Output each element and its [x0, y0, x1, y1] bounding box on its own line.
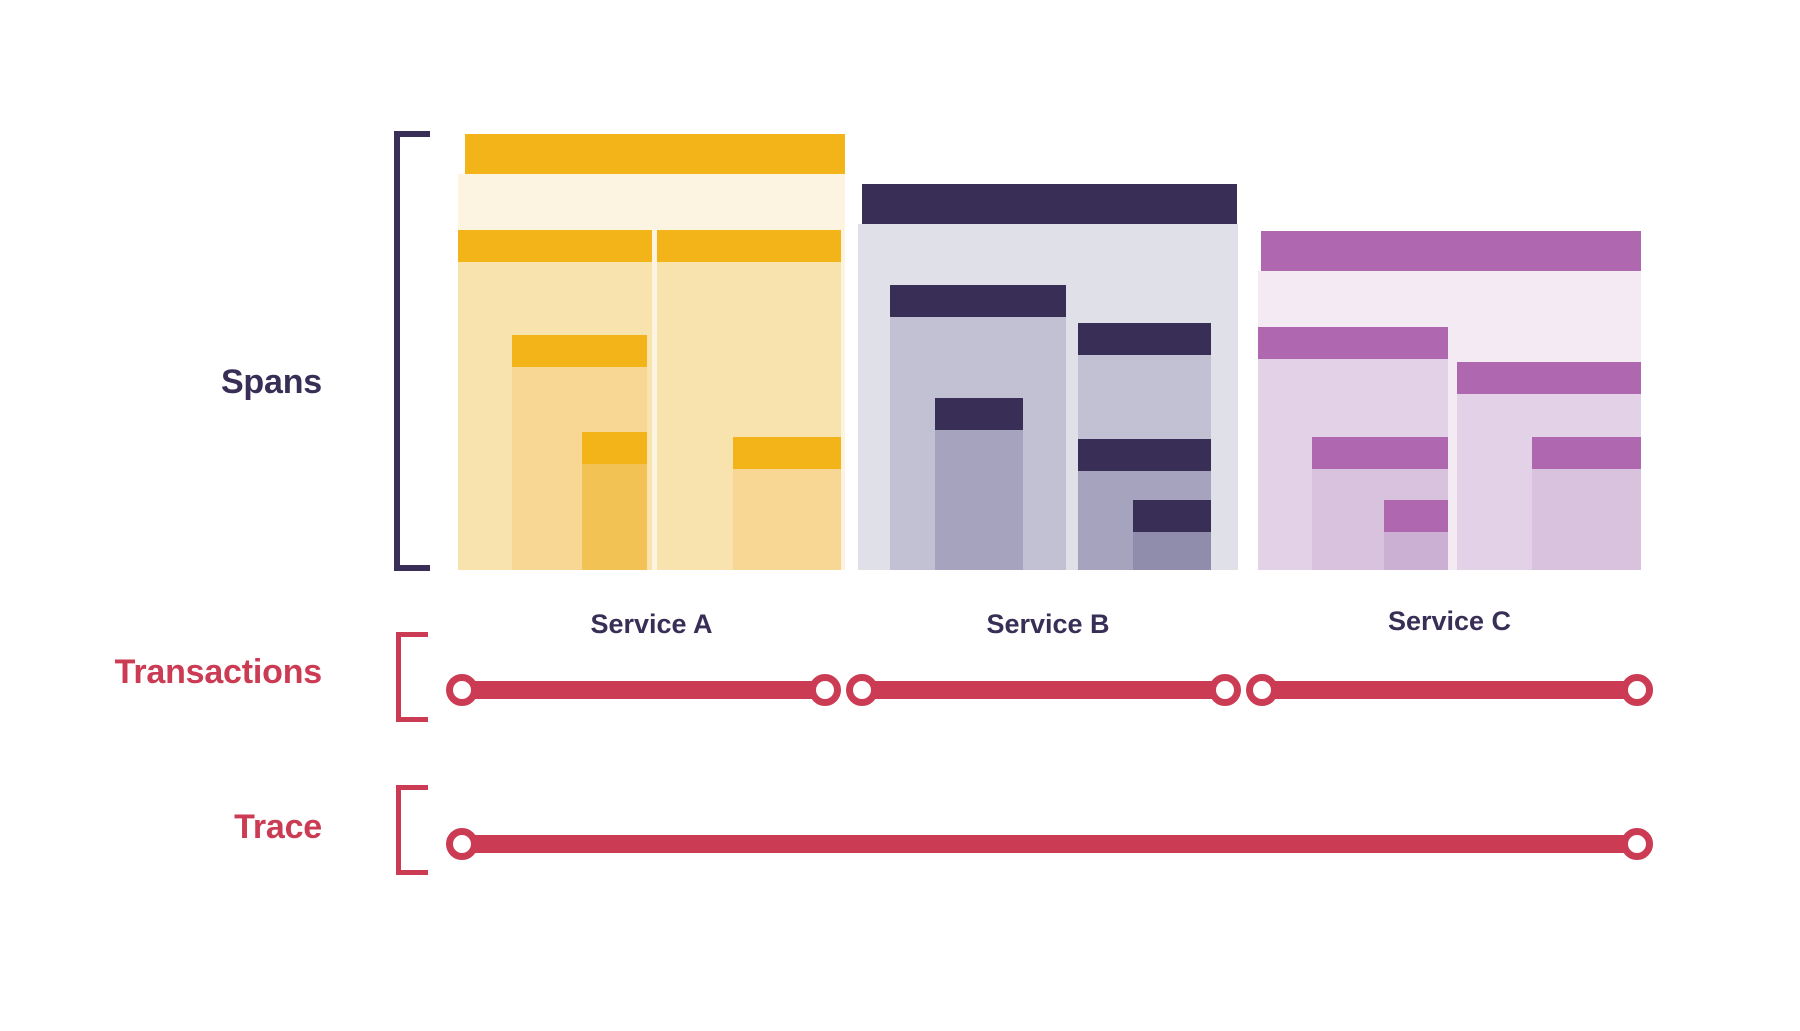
transactions-row-label: Transactions: [114, 653, 323, 691]
service-caption-b: Service B: [986, 609, 1110, 639]
transaction-b-bar[interactable]: [862, 681, 1225, 699]
transaction-b-start-marker-icon[interactable]: [846, 674, 878, 706]
b-gc1-body: [935, 430, 1023, 570]
trace-bracket: [396, 785, 428, 875]
a-gc3-body: [733, 469, 841, 570]
a-gc2-body: [582, 464, 647, 570]
a-root-header: [465, 134, 845, 174]
a-gc3-header: [733, 437, 841, 469]
spans-bracket: [394, 131, 430, 571]
trace-span-bar[interactable]: [462, 835, 1637, 853]
c-gc3-header: [1532, 437, 1641, 469]
transaction-a-end-marker-icon[interactable]: [809, 674, 841, 706]
b-gc1-header: [935, 398, 1023, 430]
transactions-bracket: [396, 632, 428, 722]
transaction-a-start-marker-icon[interactable]: [446, 674, 478, 706]
transaction-c-bar[interactable]: [1262, 681, 1637, 699]
b-gc3-body: [1133, 532, 1211, 570]
transaction-c-end-marker-icon[interactable]: [1621, 674, 1653, 706]
trace-row-label: Trace: [234, 808, 322, 846]
b-gc3-header: [1133, 500, 1211, 532]
a-child2-header: [657, 230, 841, 262]
b-gc2-header: [1078, 439, 1211, 471]
c-child2-header: [1457, 362, 1641, 394]
spans-row-label: Spans: [220, 363, 322, 401]
a-gc2-header: [582, 432, 647, 464]
c-gc2-header: [1384, 500, 1448, 532]
a-child1-header: [458, 230, 652, 262]
c-child1-header: [1258, 327, 1448, 359]
service-caption-a: Service A: [590, 609, 713, 639]
transaction-b-end-marker-icon[interactable]: [1209, 674, 1241, 706]
c-gc2-body: [1384, 532, 1448, 570]
b-child1-header: [890, 285, 1066, 317]
trace-span-end-marker-icon[interactable]: [1621, 828, 1653, 860]
c-gc3-body: [1532, 469, 1641, 570]
transaction-c-start-marker-icon[interactable]: [1246, 674, 1278, 706]
b-child2-header: [1078, 323, 1211, 355]
c-root-header: [1261, 231, 1641, 271]
a-gc1-header: [512, 335, 647, 367]
transaction-a-bar[interactable]: [462, 681, 825, 699]
b-root-header: [862, 184, 1237, 224]
c-gc1-header: [1312, 437, 1448, 469]
service-caption-c: Service C: [1387, 606, 1512, 636]
trace-span-start-marker-icon[interactable]: [446, 828, 478, 860]
